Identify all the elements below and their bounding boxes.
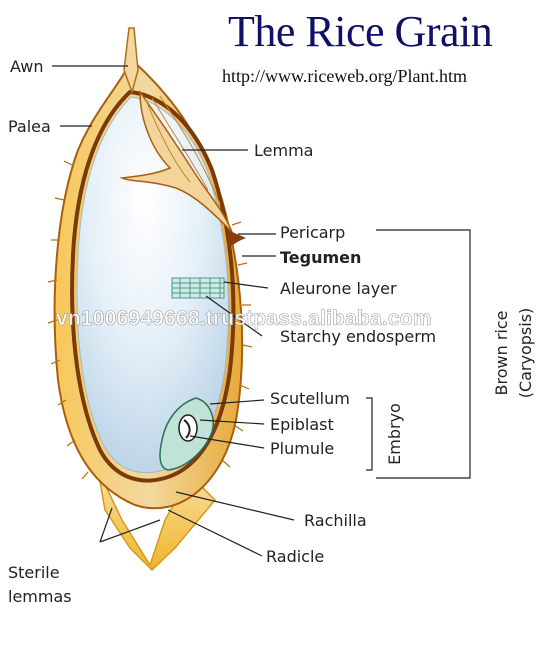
label-pericarp: Pericarp [280, 223, 346, 242]
hull-hairs [47, 160, 253, 480]
label-tegumen: Tegumen [280, 248, 362, 267]
pericarp-tip [228, 230, 246, 248]
label-epiblast: Epiblast [270, 415, 334, 434]
label-scutellum: Scutellum [270, 389, 350, 408]
lemma-veins [145, 95, 221, 205]
label-lemma: Lemma [254, 141, 314, 160]
aleurone-patch [171, 277, 225, 299]
source-url: http://www.riceweb.org/Plant.htm [222, 66, 467, 86]
label-aleurone-layer: Aleurone layer [280, 279, 397, 298]
watermark: vn1006949668.trustpass.alibaba.com [56, 307, 432, 331]
label-sterile: Sterile [8, 563, 60, 582]
embryo-shape [159, 397, 214, 471]
label-brown-rice: Brown rice [492, 310, 511, 396]
lemma-fold [119, 89, 233, 233]
label-awn: Awn [10, 57, 44, 76]
brown-rice-bracket [376, 229, 471, 479]
label-lemmas: lemmas [8, 587, 72, 606]
embryo-bracket [366, 397, 373, 471]
label-starchy-endosperm: Starchy endosperm [280, 327, 437, 346]
label-caryopsis: (Caryopsis) [516, 307, 535, 399]
label-embryo: Embryo [385, 403, 404, 465]
label-palea: Palea [8, 117, 51, 136]
label-radicle: Radicle [266, 547, 325, 566]
label-plumule: Plumule [270, 439, 335, 458]
pericarp-ring [70, 89, 236, 483]
awn-shape [123, 27, 139, 95]
leader-lines [52, 65, 295, 557]
page-title: The Rice Grain [228, 7, 493, 56]
label-rachilla: Rachilla [304, 511, 367, 530]
